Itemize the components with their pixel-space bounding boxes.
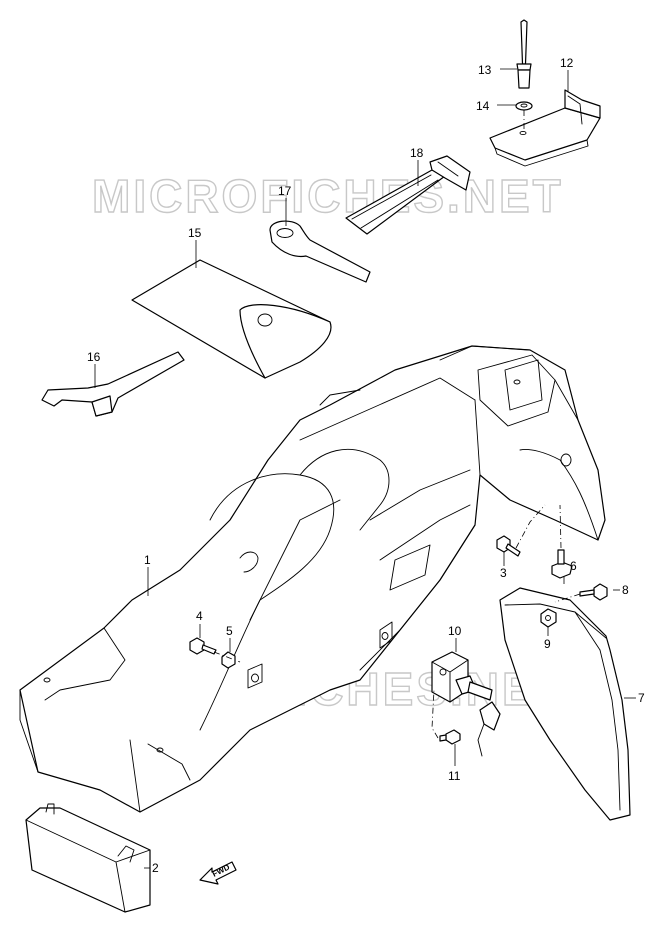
label-part-10: 10 — [448, 624, 462, 638]
label-part-12: 12 — [560, 56, 574, 70]
centerline-4 — [213, 651, 241, 663]
part-8-bolt — [579, 583, 608, 601]
label-part-8: 8 — [622, 583, 629, 597]
part-9-nut — [540, 608, 557, 628]
centerline-11 — [431, 689, 439, 739]
label-part-5: 5 — [226, 624, 233, 638]
part-15-tool-bag — [131, 259, 332, 379]
label-part-17: 17 — [278, 184, 292, 198]
label-part-2: 2 — [152, 861, 159, 875]
part-1-rear-fender — [19, 345, 606, 813]
part-11-screw — [439, 729, 461, 745]
part-4-bolt — [189, 637, 217, 655]
centerline-3 — [515, 504, 546, 549]
label-part-1: 1 — [144, 553, 151, 567]
label-part-13: 13 — [478, 63, 492, 77]
label-part-11: 11 — [448, 769, 461, 783]
label-part-15: 15 — [188, 226, 202, 240]
label-part-14: 14 — [476, 99, 490, 113]
part-17-wrench — [269, 220, 371, 283]
label-part-4: 4 — [196, 609, 203, 623]
part-5-nut — [221, 651, 236, 669]
leader-lines — [94, 68, 636, 869]
part-12-bracket — [489, 89, 601, 167]
part-10-switch — [431, 651, 501, 757]
part-6-bolt — [551, 549, 573, 579]
fwd-arrow-icon: FWD — [199, 861, 237, 885]
part-7-rear-flap — [499, 587, 631, 821]
centerline-6 — [559, 504, 562, 549]
label-part-6: 6 — [570, 559, 577, 573]
part-14-washer — [515, 101, 533, 111]
part-3-bolt — [496, 535, 521, 557]
label-part-7: 7 — [638, 691, 645, 705]
watermark-top: MICROFICHES.NET — [92, 170, 564, 222]
part-13-pin — [516, 19, 532, 89]
label-part-18: 18 — [410, 146, 424, 160]
part-2-mudflap — [25, 803, 151, 913]
label-part-3: 3 — [500, 566, 507, 580]
label-part-16: 16 — [87, 350, 101, 364]
part-16-hook-wrench — [41, 351, 185, 417]
label-part-9: 9 — [544, 637, 551, 651]
centerline-8 — [554, 593, 581, 603]
